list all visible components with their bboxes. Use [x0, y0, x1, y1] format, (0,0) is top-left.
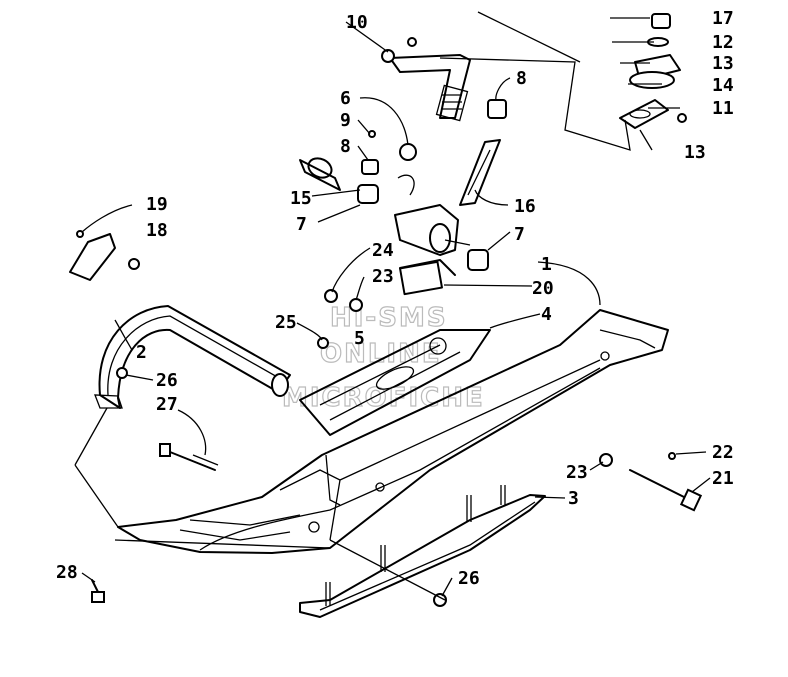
callout-8a: 8 — [516, 68, 527, 89]
callout-17: 17 — [712, 8, 734, 29]
watermark-line3: MICROFICHE — [282, 383, 485, 413]
watermark-line1: HI-SMS — [330, 303, 448, 333]
callout-22: 22 — [712, 442, 734, 463]
callout-10: 10 — [346, 12, 368, 33]
callout-15: 15 — [290, 188, 312, 209]
watermark-line2: ONLINE — [320, 339, 442, 369]
callout-16: 16 — [514, 196, 536, 217]
callout-18: 18 — [146, 220, 168, 241]
callout-11: 11 — [712, 98, 734, 119]
ski-body — [117, 309, 669, 554]
callout-labels: 10 17 12 13 14 11 13 8 6 9 8 15 7 16 7 1… — [56, 8, 734, 589]
callout-13b: 13 — [684, 142, 706, 163]
ski-handle — [94, 305, 291, 409]
callout-26a: 26 — [156, 370, 178, 391]
callout-8b: 8 — [340, 136, 351, 157]
spindle-assembly — [389, 11, 631, 296]
callout-26b: 26 — [458, 568, 480, 589]
callout-7b: 7 — [514, 224, 525, 245]
ski-saddle — [299, 329, 491, 436]
callout-24: 24 — [372, 240, 394, 261]
hardware — [69, 13, 703, 607]
callout-2: 2 — [136, 342, 147, 363]
callout-9: 9 — [340, 110, 351, 131]
callout-21: 21 — [712, 468, 734, 489]
callout-5: 5 — [354, 328, 365, 349]
callout-12: 12 — [712, 32, 734, 53]
callout-19: 19 — [146, 194, 168, 215]
watermark: HI-SMS ONLINE MICROFICHE — [281, 302, 485, 413]
decal — [459, 139, 501, 206]
callout-27: 27 — [156, 394, 178, 415]
callout-7a: 7 — [296, 214, 307, 235]
wear-bar — [299, 485, 546, 618]
callout-20: 20 — [532, 278, 554, 299]
callout-1: 1 — [541, 254, 552, 275]
callout-23b: 23 — [566, 462, 588, 483]
callout-14: 14 — [712, 75, 734, 96]
leader-lines — [74, 17, 711, 601]
callout-23a: 23 — [372, 266, 394, 287]
callout-3: 3 — [568, 488, 579, 509]
callout-4: 4 — [541, 304, 552, 325]
callout-28: 28 — [56, 562, 78, 583]
callout-25: 25 — [275, 312, 297, 333]
callout-6: 6 — [340, 88, 351, 109]
callout-13a: 13 — [712, 53, 734, 74]
